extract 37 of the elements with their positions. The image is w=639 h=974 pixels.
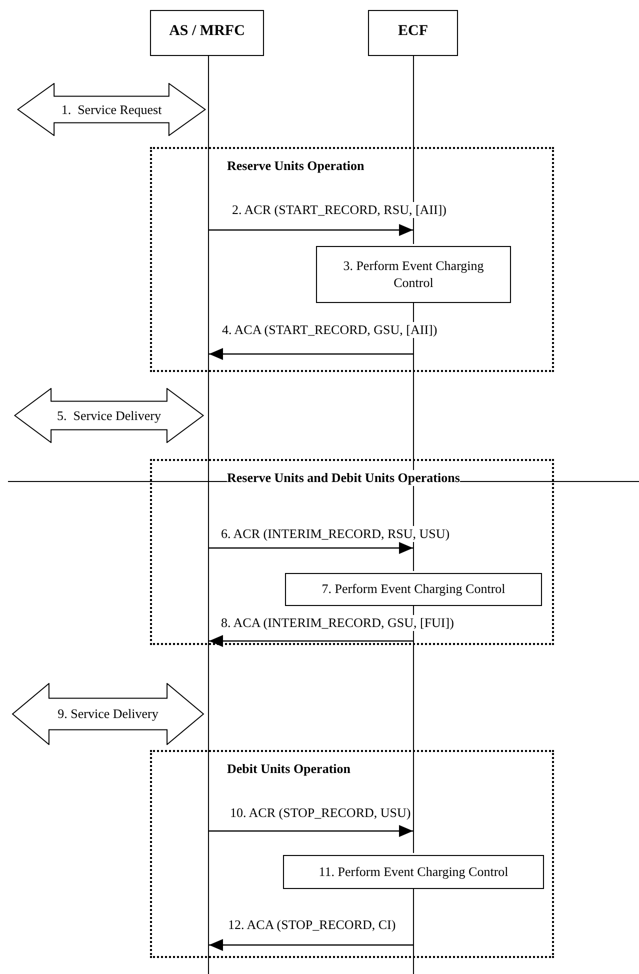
message-arrow [209,939,413,951]
double-block-arrow [13,388,205,443]
frame-title: Reserve Units and Debit Units Operations [227,470,460,486]
dotted-frame [150,459,554,645]
lifeline [413,604,414,853]
participant-label: AS / MRFC [169,23,245,40]
edge-label: 10. ACR (STOP_RECORD, USU) [230,805,411,821]
frame-title: Debit Units Operation [227,761,350,777]
participant-box [368,10,458,56]
double-block-arrow [11,683,205,745]
message-arrow [209,224,413,236]
process-box [283,855,544,889]
lifeline [208,56,209,974]
participant-box [150,10,264,56]
message-arrow [209,825,413,837]
process-label: 3. Perform Event Charging Control [342,258,485,292]
dotted-frame [150,750,554,958]
step-label: 9. Service Delivery [58,706,158,722]
message-arrow [209,348,413,360]
frame-title: Reserve Units Operation [227,158,364,174]
double-block-arrow [16,83,207,136]
message-arrow [209,635,413,647]
participant-label: ECF [398,23,428,40]
message-arrow [209,542,413,554]
edge-label: 8. ACA (INTERIM_RECORD, GSU, [FUI]) [221,615,454,631]
edge-label: 12. ACA (STOP_RECORD, CI) [228,917,396,933]
dotted-frame [150,147,554,372]
process-box [316,246,511,303]
process-label: 11. Perform Event Charging Control [318,864,508,880]
lifeline [413,301,414,571]
lifeline [413,56,414,244]
lifeline [413,887,414,974]
process-label: 7. Perform Event Charging Control [322,581,506,598]
edge-label: 4. ACA (START_RECORD, GSU, [AII]) [222,322,438,338]
edge-label: 6. ACR (INTERIM_RECORD, RSU, USU) [221,526,450,542]
edge-label: 2. ACR (START_RECORD, RSU, [AII]) [232,202,446,218]
process-box [285,573,542,606]
